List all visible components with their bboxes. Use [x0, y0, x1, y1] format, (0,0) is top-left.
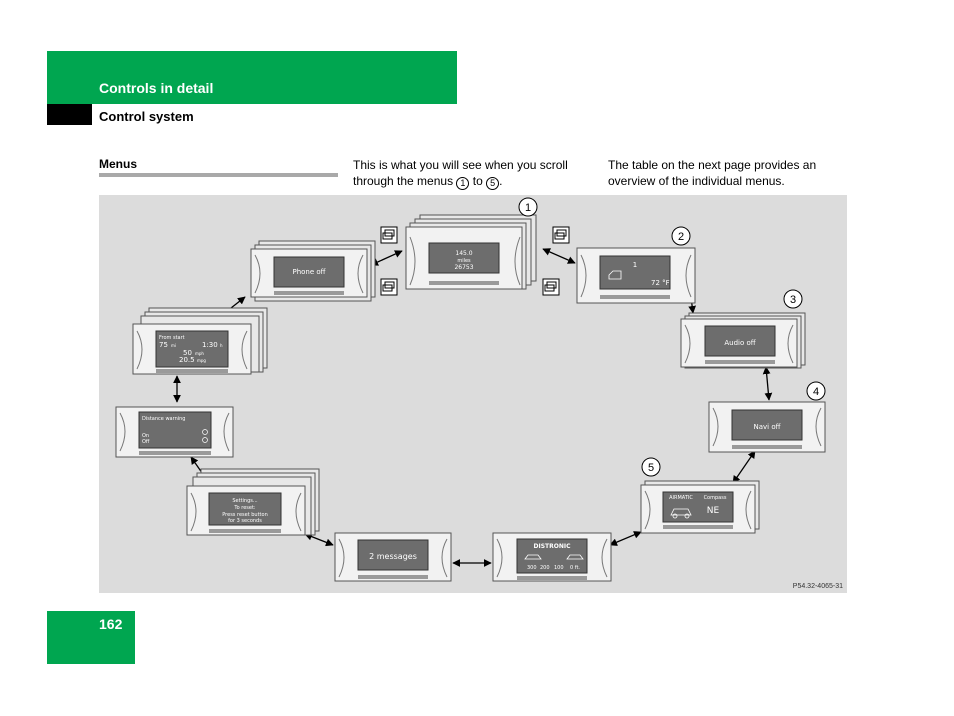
distance-option-on: On: [142, 433, 149, 439]
marker-4: 4: [813, 386, 819, 398]
figure-code: P54.32-4065-31: [792, 583, 843, 590]
navi-status: Navi off: [754, 423, 781, 431]
oil-can-icon: [608, 270, 622, 280]
temperature-value: 72 °F: [651, 279, 670, 287]
from-start-speed-unit: mph: [195, 351, 204, 356]
phone-status: Phone off: [292, 268, 325, 276]
subsection-title: Control system: [99, 109, 194, 124]
from-start-time: 1:30: [202, 341, 218, 349]
messages-count: 2 messages: [369, 552, 417, 561]
settings-line-3: Press reset button: [222, 512, 268, 518]
odometer-value: 26753: [454, 264, 473, 271]
subheader-marker: [47, 104, 92, 125]
distronic-title: DISTRONIC: [533, 543, 571, 550]
header-band: [47, 51, 457, 104]
menu-diagram: 145.0 miles 26753 1 72 °F Audio off Navi…: [99, 195, 847, 593]
marker-3: 3: [790, 294, 796, 306]
car-icon: [670, 508, 692, 519]
page-number-band: [47, 611, 135, 664]
down-button-icon: [202, 437, 208, 443]
marker-5-inline: 5: [486, 177, 500, 190]
distronic-car-icon: [524, 554, 584, 560]
settings-line-2: To reset:: [233, 505, 256, 511]
trip-unit: miles: [457, 258, 471, 264]
marker-5: 5: [648, 462, 654, 474]
settings-line-4: for 3 seconds: [228, 518, 262, 524]
marker-1: 1: [525, 202, 531, 214]
from-start-consumption-unit: mpg: [197, 358, 206, 363]
compass-label: Compass: [704, 495, 727, 501]
distance-tick-300: 300: [527, 565, 537, 571]
page-number: 162: [99, 616, 123, 632]
trip-value: 145.0: [455, 250, 472, 257]
overview-paragraph: The table on the next page provides an o…: [608, 158, 817, 188]
from-start-speed: 50: [183, 349, 192, 357]
marker-1-inline: 1: [456, 177, 470, 190]
heading-rule: [99, 173, 338, 177]
from-start-time-unit: h: [220, 343, 223, 348]
airmatic-label: AIRMATIC: [669, 495, 693, 501]
section-title: Controls in detail: [99, 80, 214, 96]
audio-status: Audio off: [724, 339, 755, 347]
distance-tick-200: 200: [540, 565, 550, 571]
settings-line-1: Settings...: [232, 498, 258, 504]
intro-paragraph: This is what you will see when you scrol…: [353, 158, 568, 190]
tank-value: 1: [633, 261, 637, 269]
distance-tick-0: 0 ft.: [570, 565, 580, 571]
distance-warning-title: Distance warning: [142, 416, 185, 422]
menus-heading: Menus: [99, 157, 138, 171]
up-button-icon: [202, 429, 208, 435]
from-start-title: From start: [159, 335, 185, 341]
from-start-distance-unit: mi: [171, 343, 176, 348]
from-start-consumption: 20.5: [179, 356, 195, 364]
from-start-distance: 75: [159, 341, 168, 349]
distance-option-off: Off: [142, 439, 150, 445]
marker-2: 2: [678, 231, 684, 243]
distance-tick-100: 100: [554, 565, 564, 571]
compass-heading: NE: [707, 506, 720, 516]
